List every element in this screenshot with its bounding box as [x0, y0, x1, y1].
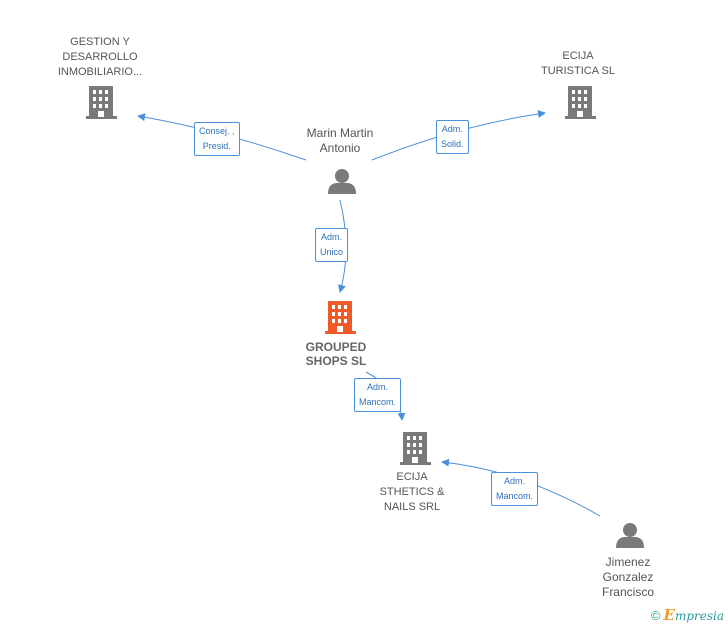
node-label-jimenez[interactable]: Jimenez Gonzalez Francisco: [588, 555, 668, 600]
node-label-line: Jimenez: [605, 555, 651, 569]
building-icon[interactable]: [400, 432, 431, 465]
edge-label-grouped-sthetics[interactable]: Adm. Mancom.: [354, 378, 402, 412]
node-label-line: NAILS SRL: [383, 501, 441, 513]
edge-label-line: Presid.: [202, 141, 231, 151]
brand-initial: E: [663, 606, 675, 624]
edge-label-line: Adm.: [504, 476, 526, 486]
edge-label-line: Adm.: [367, 382, 389, 392]
person-icon[interactable]: [328, 169, 356, 194]
edge-label-jimenez-sthetics[interactable]: Adm. Mancom.: [491, 472, 539, 506]
edge-label-line: Mancom.: [496, 491, 534, 501]
node-label-line: INMOBILIARIO...: [57, 66, 143, 78]
edge-label-line: Adm.: [321, 232, 343, 242]
node-label-line: GESTION Y: [70, 36, 130, 48]
copyright-icon: ©: [650, 608, 661, 623]
node-label-line: GROUPED: [305, 340, 367, 354]
node-label-line: Gonzalez: [602, 570, 654, 584]
node-label-gestion[interactable]: GESTION Y DESARROLLO INMOBILIARIO...: [50, 35, 150, 80]
edge-label-marin-gestion[interactable]: Consej. , Presid.: [194, 122, 240, 156]
node-label-line: ECIJA: [396, 471, 428, 483]
node-label-line: STHETICS &: [379, 486, 445, 498]
footer-brand: © Empresia: [651, 606, 724, 624]
edge-label-line: Mancom.: [359, 397, 397, 407]
node-label-grouped[interactable]: GROUPED SHOPS SL: [296, 340, 376, 368]
edge-label-marin-grouped[interactable]: Adm. Unico: [315, 228, 349, 262]
building-icon[interactable]: [565, 86, 596, 119]
node-label-ecija-sthetics[interactable]: ECIJA STHETICS & NAILS SRL: [372, 470, 452, 515]
node-label-ecija-turistica[interactable]: ECIJA TURISTICA SL: [530, 49, 626, 79]
node-label-line: SHOPS SL: [305, 354, 367, 368]
node-label-line: ECIJA: [562, 50, 594, 62]
node-label-line: TURISTICA SL: [541, 65, 615, 77]
person-icon[interactable]: [616, 523, 644, 548]
building-icon[interactable]: [86, 86, 117, 119]
node-label-line: Marin Martin: [306, 126, 374, 140]
edge-label-line: Adm.: [441, 124, 463, 134]
edge-label-marin-turistica[interactable]: Adm. Solid.: [436, 120, 469, 154]
edge-label-line: Consej. ,: [199, 126, 235, 136]
brand-rest: mpresia: [674, 609, 724, 623]
node-label-line: DESARROLLO: [62, 51, 138, 63]
edge-label-line: Solid.: [441, 139, 464, 149]
node-label-line: Antonio: [319, 141, 361, 155]
node-label-marin[interactable]: Marin Martin Antonio: [290, 126, 390, 156]
brand-logo: Empresia: [663, 606, 725, 624]
edge-label-line: Unico: [320, 247, 344, 257]
node-label-line: Francisco: [601, 585, 654, 599]
building-icon-center[interactable]: [325, 301, 356, 334]
